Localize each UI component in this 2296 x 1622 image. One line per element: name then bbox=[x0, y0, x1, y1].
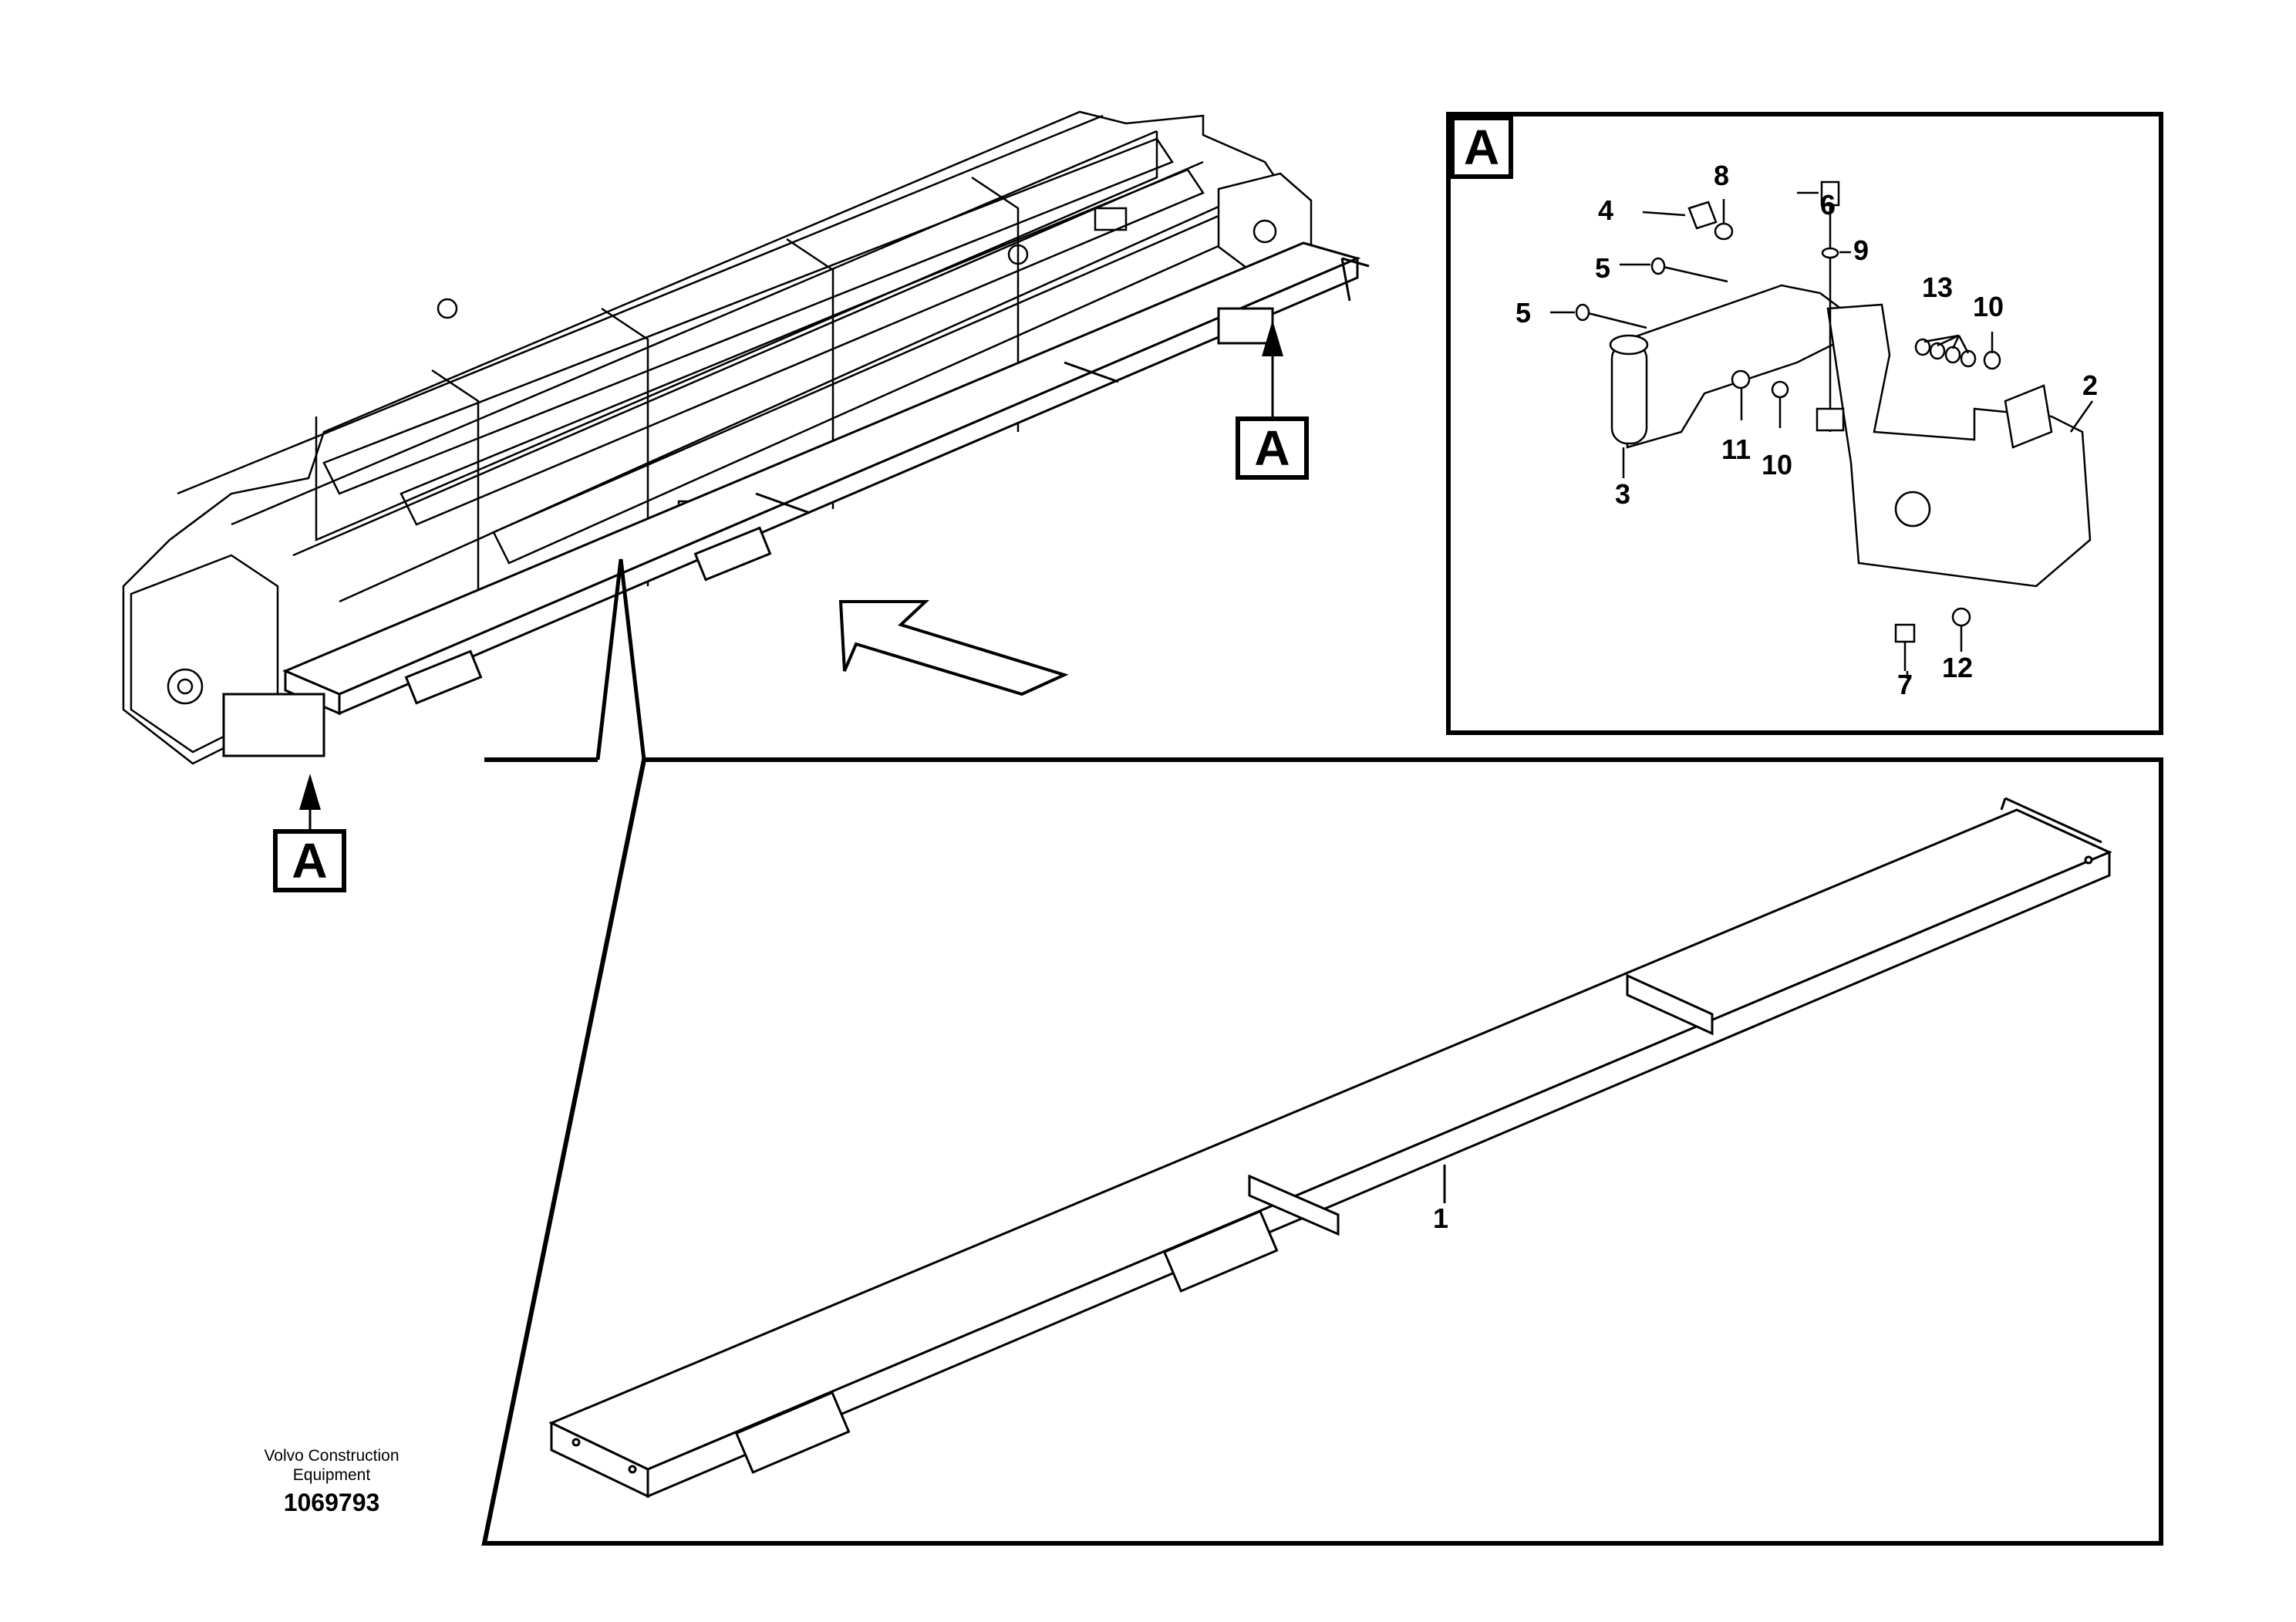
callout-13: 13 bbox=[1922, 271, 1954, 303]
manufacturer-line-1: Volvo Construction bbox=[264, 1447, 400, 1465]
callout-6: 6 bbox=[1820, 189, 1836, 221]
callout-7: 7 bbox=[1897, 669, 1913, 700]
detail-a-box-header: A bbox=[1450, 116, 1513, 179]
callout-3: 3 bbox=[1615, 478, 1631, 510]
callout-9: 9 bbox=[1853, 234, 1870, 266]
detail-a-box-left: A bbox=[273, 829, 346, 892]
manufacturer-label: Volvo Construction Equipment bbox=[224, 1446, 440, 1485]
detail-a-leader-lines bbox=[1550, 191, 2094, 679]
callout-10-right: 10 bbox=[1973, 291, 2004, 322]
manufacturer-line-2: Equipment bbox=[292, 1466, 371, 1484]
running-board-on-machine bbox=[222, 241, 1370, 757]
callout-12: 12 bbox=[1942, 652, 1974, 683]
callout-10-center: 10 bbox=[1762, 449, 1793, 481]
callout-8: 8 bbox=[1714, 160, 1730, 191]
callout-11: 11 bbox=[1721, 433, 1752, 465]
overview-leader-line bbox=[595, 558, 646, 760]
detail-a-box-right: A bbox=[1236, 416, 1309, 480]
callout-2: 2 bbox=[2082, 369, 2099, 401]
running-board-part-1 bbox=[548, 797, 2112, 1499]
callout-5-lower: 5 bbox=[1515, 297, 1532, 329]
detail-a-drawing bbox=[1575, 180, 2092, 671]
drawing-number: 1069793 bbox=[283, 1489, 380, 1516]
callout-1: 1 bbox=[1433, 1202, 1449, 1234]
detail-a-frame bbox=[1446, 112, 2163, 735]
callout-5-upper: 5 bbox=[1595, 252, 1611, 284]
view-direction-arrow bbox=[838, 600, 1069, 696]
machine-overview-drawing bbox=[122, 110, 1313, 765]
detail-1-frame bbox=[481, 757, 2163, 1546]
callout-4: 4 bbox=[1598, 194, 1614, 226]
